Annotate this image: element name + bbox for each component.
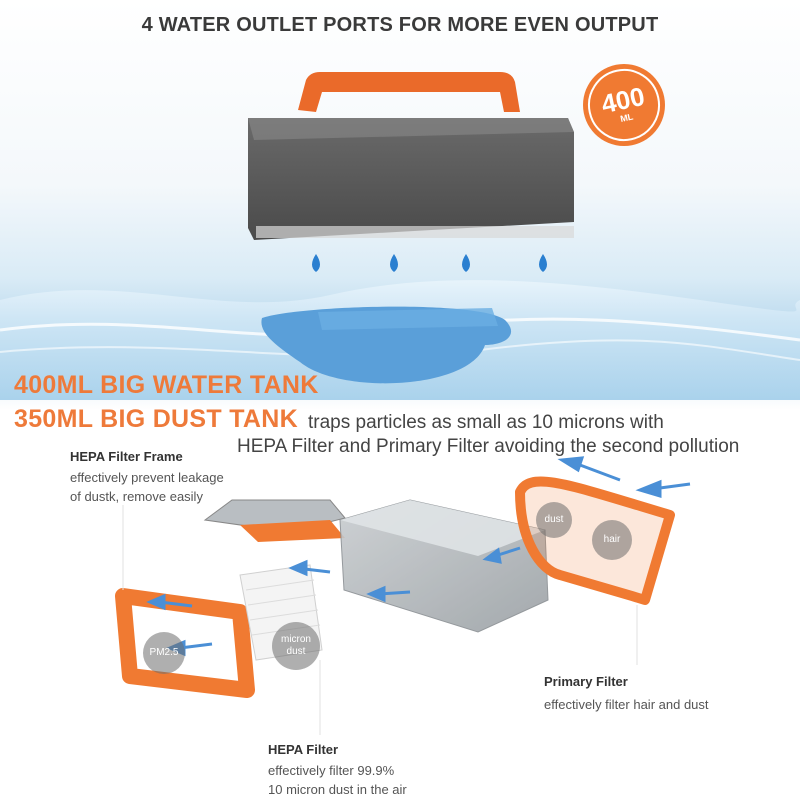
hair-label: hair xyxy=(603,534,621,545)
capacity-badge: 400 ML xyxy=(581,62,667,148)
water-droplets xyxy=(312,254,547,272)
water-tank xyxy=(248,118,574,240)
dust-label: dust xyxy=(544,514,564,525)
hair-particle: hair xyxy=(592,520,632,560)
dust-particle: dust xyxy=(536,502,572,538)
airflow-arrows xyxy=(146,456,691,657)
dust-tank-desc-line1: traps particles as small as 10 microns w… xyxy=(308,412,664,433)
hepa-filter-desc-line2: 10 micron dust in the air xyxy=(268,782,407,797)
primary-filter-title: Primary Filter xyxy=(544,674,628,689)
dust-tank-desc-line2: HEPA Filter and Primary Filter avoiding … xyxy=(237,436,740,457)
hepa-filter-desc-line1: effectively filter 99.9% xyxy=(268,763,395,778)
micron-dust-particle: micron dust xyxy=(272,622,320,670)
pm25-particle: PM2.5 xyxy=(143,632,185,674)
water-tank-title: 400ML BIG WATER TANK xyxy=(14,371,319,399)
badge-value: 400 xyxy=(598,80,648,120)
headline: 4 WATER OUTLET PORTS FOR MORE EVEN OUTPU… xyxy=(141,14,659,36)
micron-label-line1: micron xyxy=(280,634,311,645)
primary-filter-label: Primary Filter effectively filter hair a… xyxy=(544,674,709,714)
hepa-filter-label: HEPA Filter effectively filter 99.9% 10 … xyxy=(268,742,407,799)
tank-handle xyxy=(298,72,520,112)
hepa-frame-desc-line1: effectively prevent leakage xyxy=(70,470,224,485)
primary-filter-desc: effectively filter hair and dust xyxy=(544,697,709,712)
pm25-label: PM2.5 xyxy=(149,647,179,658)
hepa-frame-label: HEPA Filter Frame effectively prevent le… xyxy=(70,449,224,506)
micron-label-line2: dust xyxy=(286,646,306,657)
dust-tank-title: 350ML BIG DUST TANK xyxy=(14,405,298,433)
badge-unit: ML xyxy=(619,111,635,124)
hepa-frame-desc-line2: of dustk, remove easily xyxy=(70,489,203,504)
hepa-filter-title: HEPA Filter xyxy=(268,742,339,757)
hepa-frame xyxy=(115,588,255,698)
hepa-frame-title: HEPA Filter Frame xyxy=(70,449,183,464)
